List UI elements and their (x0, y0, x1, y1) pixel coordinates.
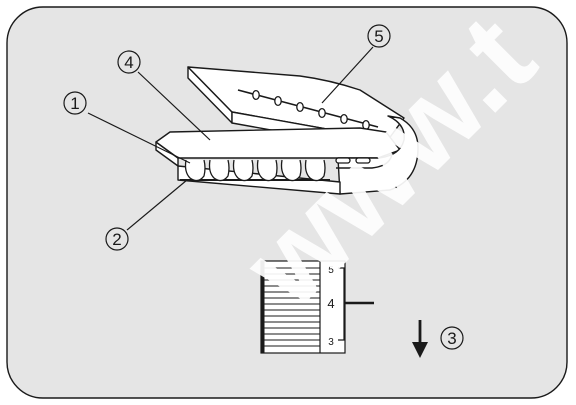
dial-mark-3: 3 (328, 337, 334, 348)
svg-text:5: 5 (374, 27, 383, 46)
svg-text:2: 2 (112, 230, 121, 249)
callout-4: 4 (117, 50, 141, 74)
leader-lines (87, 46, 374, 231)
callout-1: 1 (63, 91, 87, 115)
dial-mark-4: 4 (327, 296, 334, 311)
fabric-bottom-stitches (180, 157, 371, 182)
callout-2: 2 (105, 227, 129, 251)
diagram-panel (6, 6, 568, 399)
svg-text:4: 4 (124, 53, 133, 72)
dial-mark-5: 5 (328, 265, 334, 276)
svg-text:3: 3 (447, 329, 456, 348)
callout-5: 5 (367, 24, 391, 48)
stitch-length-dial: 5 4 3 (260, 260, 346, 354)
svg-text:1: 1 (70, 94, 79, 113)
arrow-down-icon (412, 320, 428, 358)
callout-3: 3 (440, 326, 464, 350)
fabric-top-stitches (237, 89, 379, 131)
